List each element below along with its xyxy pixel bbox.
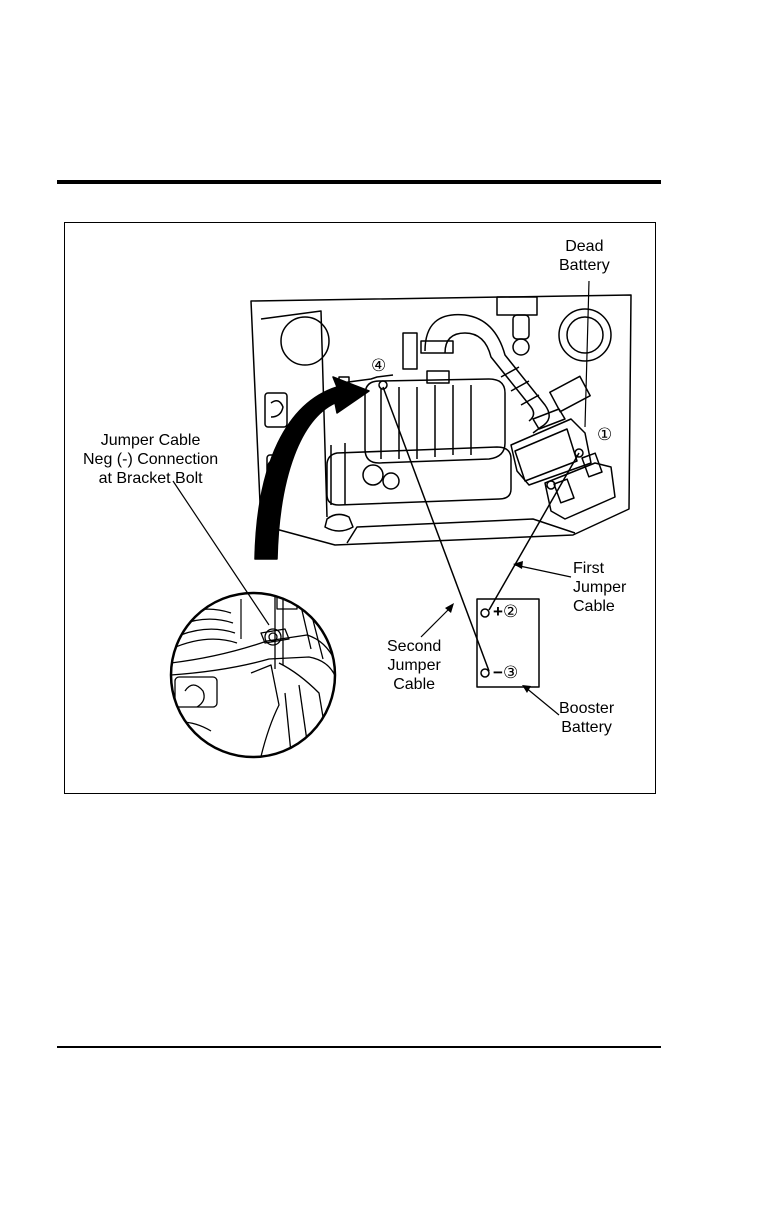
- booster-minus-terminal: −③: [493, 663, 518, 682]
- bottom-rule: [57, 1046, 661, 1048]
- step-4-marker: ④: [371, 356, 386, 375]
- magnified-inset: [171, 589, 337, 765]
- first-jumper-cable: [489, 453, 579, 610]
- dead-battery-drawing: [511, 376, 615, 519]
- top-rule: [57, 180, 661, 184]
- callout-arrow: [255, 377, 369, 559]
- booster-plus-terminal: +②: [493, 602, 518, 621]
- second-jumper-cable: [383, 387, 489, 671]
- step-1-marker: ①: [597, 425, 612, 444]
